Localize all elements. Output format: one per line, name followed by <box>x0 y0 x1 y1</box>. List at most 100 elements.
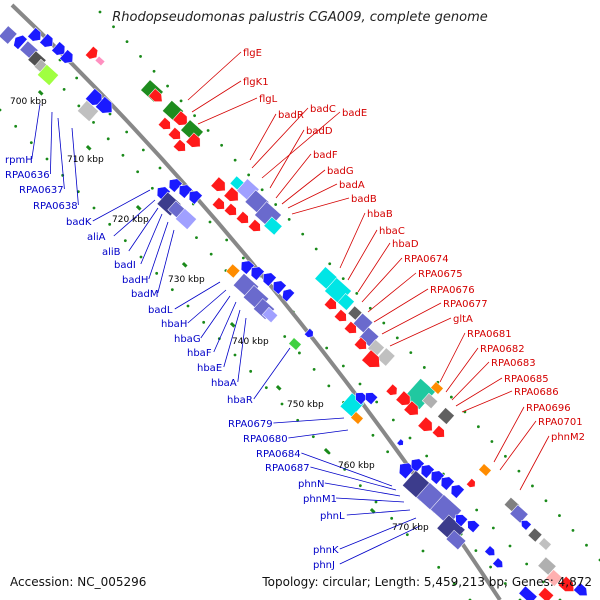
leader-line <box>357 242 391 293</box>
gene-block <box>467 520 481 534</box>
gene-block <box>573 582 588 596</box>
tick-dot <box>14 124 18 128</box>
gene-label-alib: aliB <box>102 247 121 258</box>
gene-label-badc: badC <box>310 104 336 115</box>
tick-dot <box>452 582 456 586</box>
tick-dot <box>475 508 479 512</box>
leader-line <box>455 377 503 407</box>
tick-dot <box>241 256 245 260</box>
tick-dot <box>328 262 332 266</box>
gene-block <box>355 392 369 406</box>
gene-block <box>225 263 241 279</box>
gene-label-rpa0679: RPA0679 <box>228 419 273 430</box>
tick-dot <box>585 543 588 547</box>
gene-block <box>172 110 188 126</box>
gene-block <box>167 126 181 140</box>
tick-dot <box>490 440 494 443</box>
leader-line <box>519 435 550 491</box>
gene-block <box>272 280 287 295</box>
tick-dot <box>141 148 145 152</box>
tick-dot <box>220 143 224 147</box>
tick-dot <box>108 112 112 116</box>
tick-dot <box>390 516 394 520</box>
accession-text: Accession: NC_005296 <box>10 575 147 589</box>
kbp-tick <box>37 90 44 96</box>
tick-dot <box>391 418 395 422</box>
leader-line <box>324 482 401 497</box>
gene-label-hbaf: hbaF <box>187 348 212 359</box>
tick-dot <box>29 141 33 145</box>
gene-block <box>323 296 337 310</box>
gene-features <box>0 25 588 600</box>
tick-dot <box>371 433 375 437</box>
gene-block <box>365 392 379 406</box>
leader-line <box>157 229 175 294</box>
leader-line <box>287 183 338 209</box>
kbp-tick <box>229 321 236 328</box>
tick-dot <box>368 306 372 310</box>
tick-dot <box>112 25 115 29</box>
kbp-tick <box>135 205 142 211</box>
gene-label-rpa0638: RPA0638 <box>33 201 78 212</box>
tick-dot <box>125 130 129 134</box>
gene-label-rpa0676: RPA0676 <box>430 285 475 296</box>
gene-block <box>445 529 467 551</box>
leader-line <box>373 288 429 323</box>
tick-dot <box>121 153 125 157</box>
tick-dot <box>517 469 521 473</box>
gene-block <box>465 477 476 488</box>
gene-block <box>263 216 283 236</box>
tick-dot <box>571 528 575 532</box>
gene-block <box>168 178 183 193</box>
gene-block <box>281 288 296 303</box>
tick-dot <box>75 76 79 80</box>
tick-dot <box>382 321 386 325</box>
gene-block <box>437 407 455 425</box>
gene-label-alia: aliA <box>87 232 106 243</box>
leader-line <box>499 420 537 471</box>
leader-line <box>187 51 242 101</box>
gene-block <box>288 337 302 351</box>
gene-label-flgl: flgL <box>259 94 278 105</box>
gene-label-flgk1: flgK1 <box>243 77 269 88</box>
gene-block <box>484 545 495 556</box>
tick-dot <box>375 400 379 404</box>
gene-label-rpa0696: RPA0696 <box>526 403 571 414</box>
tick-dot <box>422 366 426 369</box>
gene-label-hbar: hbaR <box>227 395 253 406</box>
gene-label-hbah: hbaH <box>161 319 187 330</box>
tick-dot <box>358 484 362 488</box>
gene-label-phnj: phnJ <box>313 560 335 571</box>
gene-block <box>537 586 555 600</box>
tick-dot <box>437 565 441 569</box>
gene-label-rpa0636: RPA0636 <box>5 170 50 181</box>
tick-dot <box>108 222 112 226</box>
tick-dot <box>166 84 169 88</box>
kbp-tick <box>181 262 188 268</box>
tick-dot <box>123 239 127 243</box>
tick-dot <box>409 351 413 355</box>
gene-label-badh: badH <box>122 275 148 286</box>
gene-block <box>478 463 492 477</box>
gene-label-phnm2: phnM2 <box>551 432 585 443</box>
tick-dot <box>260 188 264 192</box>
leader-line <box>381 302 442 335</box>
gene-label-rpa0675: RPA0675 <box>418 269 463 280</box>
leader-line <box>367 272 417 313</box>
tick-dot <box>45 157 49 161</box>
tick-dot <box>508 544 512 548</box>
tick-dot <box>314 247 318 251</box>
tick-dot <box>208 220 212 224</box>
tick-dot <box>525 562 529 566</box>
gene-label-phnn: phnN <box>298 479 325 490</box>
gene-block <box>521 520 532 531</box>
genome-title: Rhodopseudomonas palustris CGA009, compl… <box>112 10 488 25</box>
tick-dot <box>504 454 507 458</box>
tick-dot <box>386 450 390 454</box>
gene-block <box>51 41 66 56</box>
gene-label-badk: badK <box>66 217 92 228</box>
leader-line <box>253 347 291 400</box>
gene-label-rpa0682: RPA0682 <box>480 344 525 355</box>
tick-dot <box>503 582 507 585</box>
